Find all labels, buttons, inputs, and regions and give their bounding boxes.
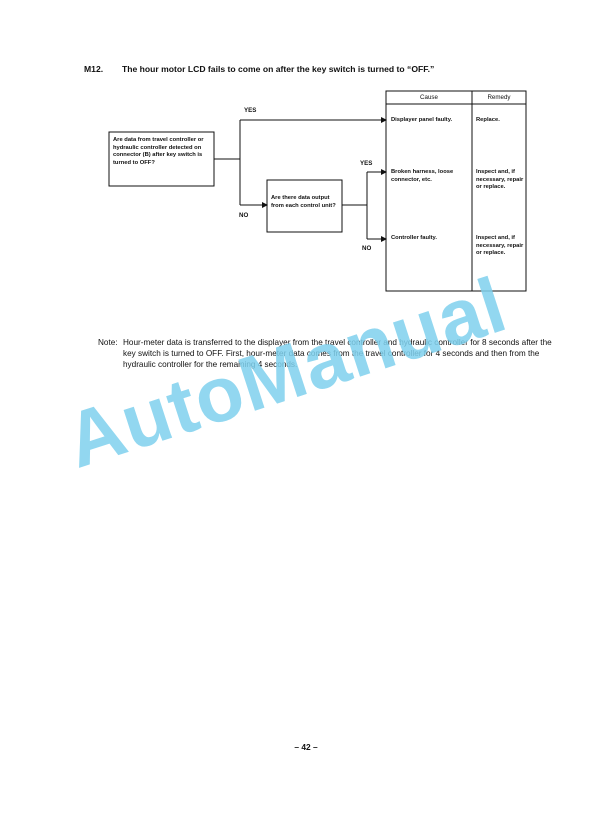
cause-remedy-table	[385, 90, 527, 292]
no1-label: NO	[239, 212, 249, 219]
yes2-label: YES	[360, 160, 373, 167]
table-row-cause: Broken harness, loose connector, etc.	[391, 169, 454, 183]
section-heading: M12. The hour motor LCD fails to come on …	[84, 64, 434, 74]
table-row-remedy: Replace.	[476, 117, 500, 123]
table-row-remedy: Inspect and, if necessary, repair or rep…	[476, 235, 524, 257]
question1-text: Are data from travel controller or hydra…	[113, 137, 204, 166]
section-title: The hour motor LCD fails to come on afte…	[122, 64, 435, 74]
table-header-cause: Cause	[420, 94, 438, 101]
note-label: Note:	[98, 338, 118, 347]
note-block: Note: Hour-meter data is transferred to …	[98, 337, 558, 370]
yes1-label: YES	[244, 107, 257, 114]
no2-label: NO	[362, 245, 372, 252]
table-row-cause: Displayer panel faulty.	[391, 117, 453, 123]
note-text: Hour-meter data is transferred to the di…	[123, 338, 552, 369]
table-row-cause: Controller faulty.	[391, 235, 437, 241]
table-header-remedy: Remedy	[487, 94, 511, 101]
question2-text: Are there data output from each control …	[271, 195, 336, 209]
table-row-remedy: Inspect and, if necessary, repair or rep…	[476, 169, 524, 191]
page-number: – 42 –	[294, 742, 318, 752]
section-number: M12.	[84, 64, 104, 74]
